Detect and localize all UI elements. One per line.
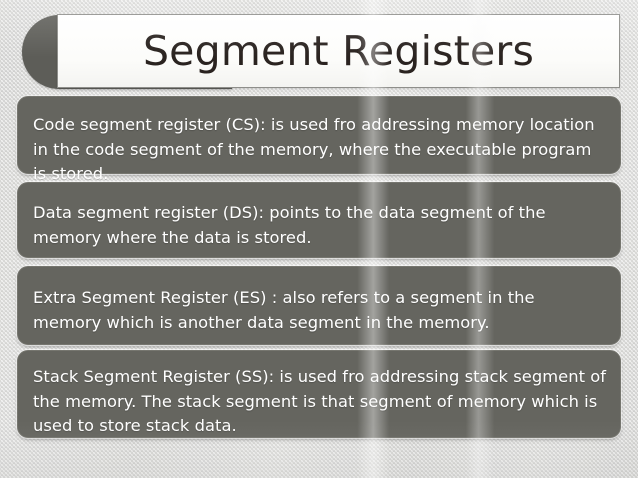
content-box-ss: Stack Segment Register (SS): is used fro…: [17, 350, 621, 438]
content-box-cs: Code segment register (CS): is used fro …: [17, 96, 621, 183]
content-box-ds: Data segment register (DS): points to th…: [17, 182, 621, 258]
content-box-es: Extra Segment Register (ES) : also refer…: [17, 266, 621, 345]
title-plate: [57, 14, 620, 88]
title-banner: Segment Registers: [0, 0, 638, 96]
content-box-cs-text: Code segment register (CS): is used fro …: [33, 115, 595, 184]
page-title: Segment Registers: [142, 26, 535, 75]
content-box-es-text: Extra Segment Register (ES) : also refer…: [33, 288, 535, 332]
content-box-ds-text: Data segment register (DS): points to th…: [33, 203, 546, 247]
content-box-ss-text: Stack Segment Register (SS): is used fro…: [33, 367, 607, 436]
